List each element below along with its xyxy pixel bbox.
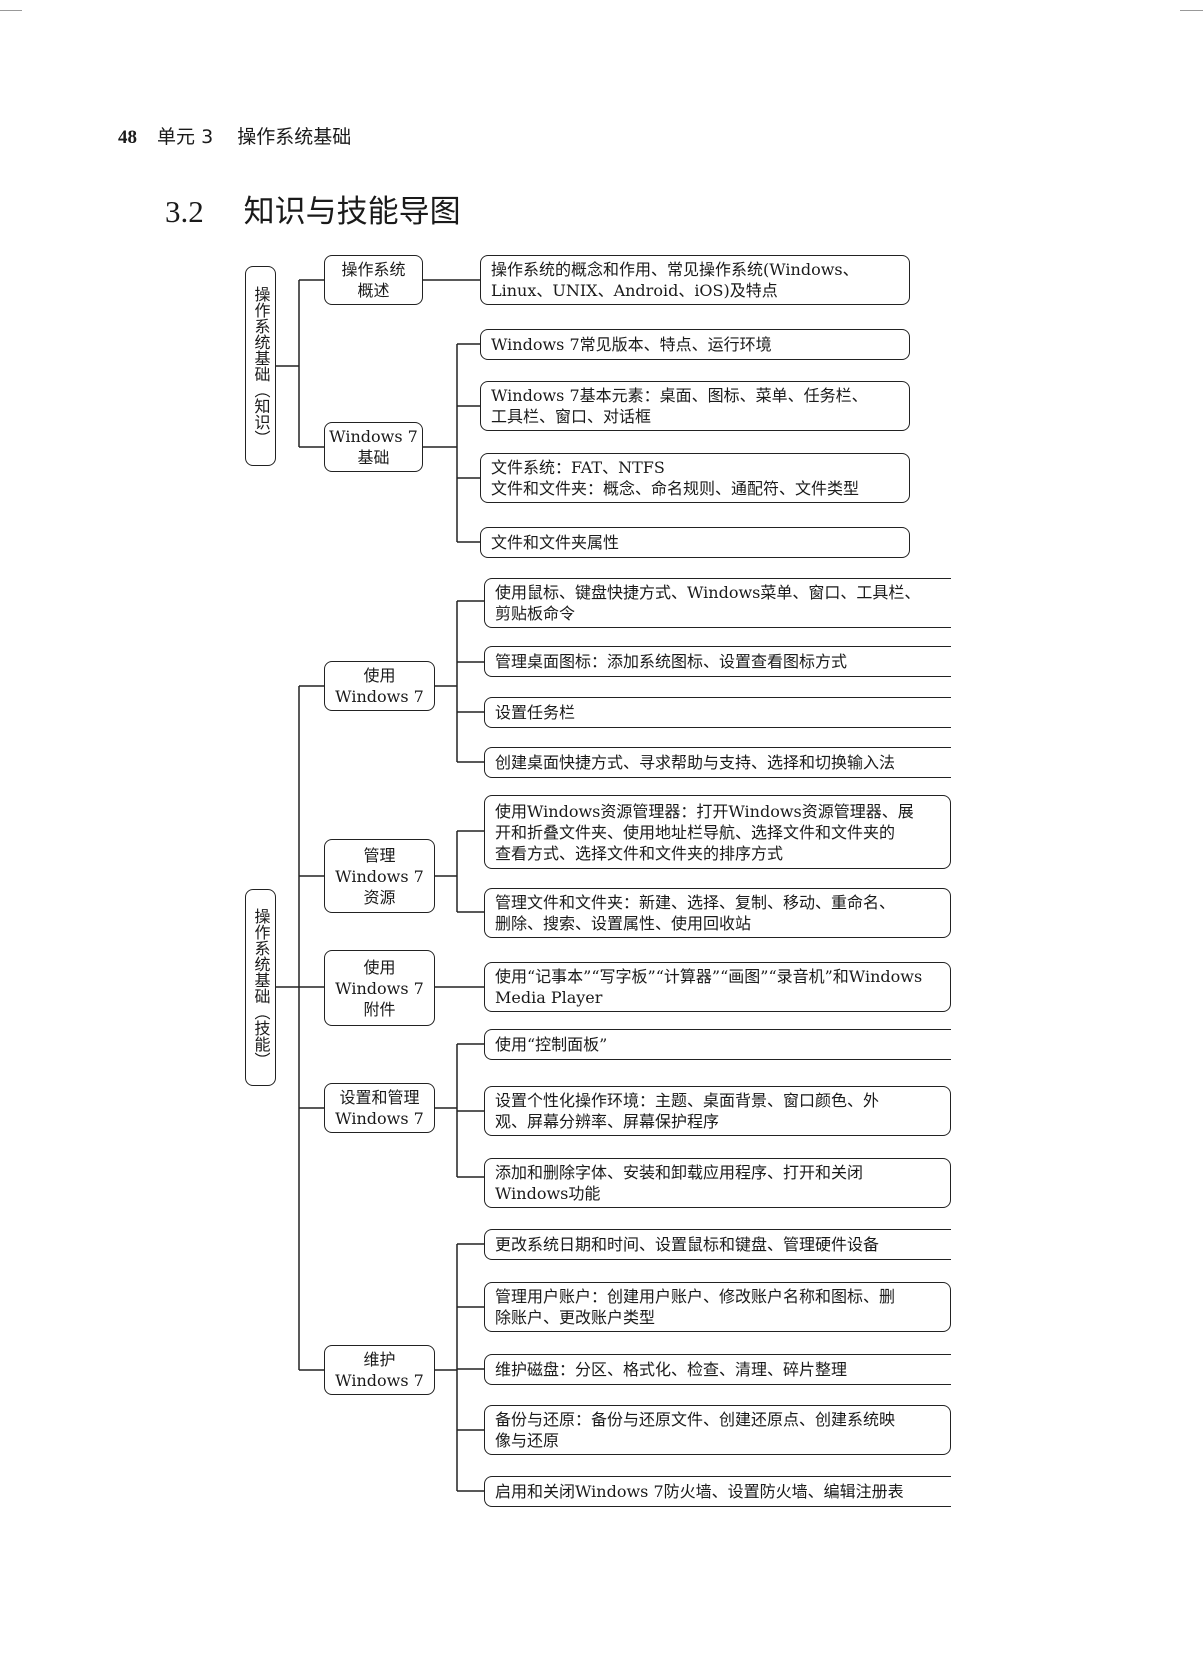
unit-label: 单元 3: [157, 126, 214, 148]
branch-settings: 设置和管理 Windows 7: [324, 1083, 435, 1133]
leaf-personalize: 设置个性化操作环境：主题、桌面背景、窗口颜色、外 观、屏幕分辨率、屏幕保护程序: [484, 1086, 951, 1136]
branch-windows7-basics: Windows 7 基础: [324, 422, 423, 472]
leaf-explorer: 使用Windows资源管理器：打开Windows资源管理器、展 开和折叠文件夹、…: [484, 795, 951, 869]
leaf-shortcuts: 创建桌面快捷方式、寻求帮助与支持、选择和切换输入法: [484, 747, 951, 778]
leaf-os-concept: 操作系统的概念和作用、常见操作系统(Windows、 Linux、UNIX、An…: [480, 255, 910, 305]
leaf-win7-elements: Windows 7基本元素：桌面、图标、菜单、任务栏、 工具栏、窗口、对话框: [480, 381, 910, 431]
leaf-firewall-registry: 启用和关闭Windows 7防火墙、设置防火墙、编辑注册表: [484, 1476, 951, 1507]
leaf-date-hardware: 更改系统日期和时间、设置鼠标和键盘、管理硬件设备: [484, 1229, 951, 1260]
leaf-control-panel: 使用“控制面板”: [484, 1029, 951, 1060]
leaf-fonts-apps: 添加和删除字体、安装和卸载应用程序、打开和关闭 Windows功能: [484, 1158, 951, 1208]
branch-os-overview: 操作系统 概述: [324, 255, 423, 305]
knowledge-root-label: 操作系统基础（知识）: [251, 286, 271, 446]
leaf-desktop-icons: 管理桌面图标：添加系统图标、设置查看图标方式: [484, 646, 951, 677]
leaf-mouse-keyboard: 使用鼠标、键盘快捷方式、Windows菜单、窗口、工具栏、 剪贴板命令: [484, 578, 951, 628]
skills-root-label: 操作系统基础（技能）: [251, 907, 271, 1068]
leaf-accessory-apps: 使用“记事本”“写字板”“计算器”“画图”“录音机”和Windows Media…: [484, 962, 951, 1012]
top-rule-left: [0, 10, 22, 11]
section-number: 3.2: [165, 194, 204, 229]
branch-maintain: 维护 Windows 7: [324, 1345, 435, 1395]
leaf-disk-maintenance: 维护磁盘：分区、格式化、检查、清理、碎片整理: [484, 1354, 951, 1385]
knowledge-root-node: 操作系统基础（知识）: [245, 266, 276, 466]
leaf-file-system: 文件系统：FAT、NTFS 文件和文件夹：概念、命名规则、通配符、文件类型: [480, 453, 910, 503]
leaf-file-properties: 文件和文件夹属性: [480, 527, 910, 558]
page-header: 48 单元 3 操作系统基础: [118, 122, 351, 149]
top-rule-right: [1180, 10, 1203, 11]
branch-use-windows7: 使用 Windows 7: [324, 661, 435, 711]
leaf-taskbar: 设置任务栏: [484, 697, 951, 728]
leaf-user-accounts: 管理用户账户：创建用户账户、修改账户名称和图标、删 除账户、更改账户类型: [484, 1282, 951, 1332]
section-heading: 3.2 知识与技能导图: [165, 186, 461, 231]
leaf-backup-restore: 备份与还原：备份与还原文件、创建还原点、创建系统映 像与还原: [484, 1405, 951, 1455]
branch-accessories: 使用 Windows 7 附件: [324, 950, 435, 1026]
leaf-manage-files: 管理文件和文件夹：新建、选择、复制、移动、重命名、 删除、搜索、设置属性、使用回…: [484, 888, 951, 938]
page-number: 48: [118, 127, 137, 148]
skills-root-node: 操作系统基础（技能）: [245, 889, 276, 1086]
unit-title: 操作系统基础: [237, 126, 352, 148]
branch-manage-resources: 管理 Windows 7 资源: [324, 839, 435, 913]
section-title: 知识与技能导图: [243, 194, 461, 230]
leaf-win7-versions: Windows 7常见版本、特点、运行环境: [480, 329, 910, 360]
